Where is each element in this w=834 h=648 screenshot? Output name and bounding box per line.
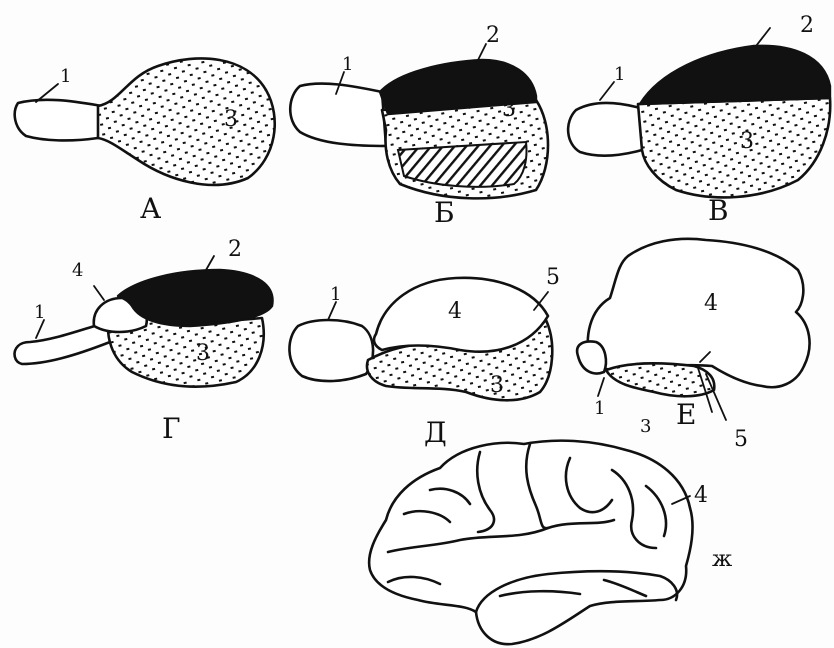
olfactory-bulb	[568, 103, 642, 156]
label-d-1: 1	[330, 284, 341, 305]
hatched-region	[398, 142, 527, 187]
label-g-3: 3	[196, 341, 210, 366]
label-g-2: 2	[228, 237, 242, 262]
label-e-3: 3	[640, 416, 651, 437]
letter-e: Е	[676, 398, 696, 431]
panel-a: 1 3 А	[15, 58, 275, 225]
label-zh-4: 4	[694, 483, 708, 508]
cerebellum	[640, 46, 830, 104]
label-d-5: 5	[546, 265, 560, 290]
olfactory-bulb	[290, 84, 386, 146]
olfactory-bulb	[577, 342, 606, 374]
panel-d: 1 4 5 3 Д	[289, 265, 560, 449]
label-v-3: 3	[740, 129, 754, 154]
label-a-1: 1	[60, 66, 71, 87]
label-g-1: 1	[34, 302, 45, 323]
panel-v: 1 2 3 В	[568, 13, 830, 227]
label-b-3: 3	[502, 97, 516, 122]
human-brain-outline	[369, 441, 692, 645]
label-e-4: 4	[704, 291, 718, 316]
letter-v: В	[708, 194, 729, 227]
midbrain-region	[98, 58, 275, 185]
panel-g: 4 1 2 3 Г	[15, 237, 273, 445]
olfactory-bulb	[289, 320, 373, 381]
label-v-2: 2	[800, 13, 814, 38]
label-a-3: 3	[224, 107, 238, 132]
label-d-3: 3	[490, 373, 504, 398]
label-b-2: 2	[486, 23, 500, 48]
panel-b: 1 2 3 Б	[290, 23, 548, 229]
label-d-4: 4	[448, 299, 462, 324]
midbrain-region	[638, 98, 830, 197]
panel-zh: 4 ж	[369, 441, 732, 645]
olfactory-bulb	[15, 100, 102, 141]
label-e-5: 5	[734, 427, 748, 452]
letter-zh: ж	[712, 547, 732, 572]
label-v-1: 1	[614, 64, 625, 85]
letter-d: Д	[424, 416, 447, 449]
label-e-1: 1	[594, 398, 605, 419]
letter-a: А	[140, 192, 161, 225]
letter-b: Б	[434, 196, 455, 229]
letter-g: Г	[162, 412, 181, 445]
label-b-1: 1	[342, 54, 353, 75]
label-g-4: 4	[72, 260, 83, 281]
panel-e: 4 1 3 Е 5	[577, 239, 809, 452]
